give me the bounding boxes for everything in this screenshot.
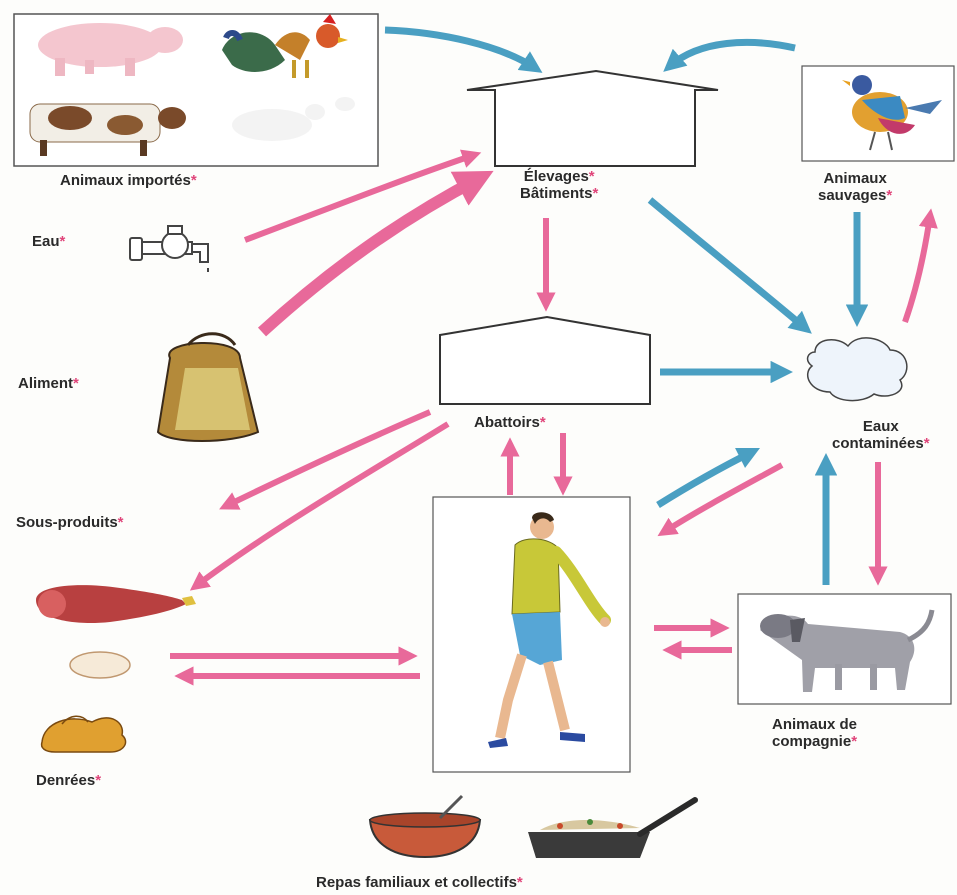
egg-icon (70, 652, 130, 678)
label-denrees: Denrées* (36, 772, 101, 789)
label-repas: Repas familiaux et collectifs* (316, 874, 523, 891)
pan-icon (528, 800, 695, 858)
label-abattoirs: Abattoirs* (474, 414, 546, 431)
arrow-feed-to-farm (262, 178, 480, 332)
tap-icon (130, 226, 208, 272)
label-animaux-importes: Animaux importés* (60, 172, 197, 189)
arrow-farm-to-water (650, 200, 805, 328)
label-eaux-contaminees: Eaux contaminées* (832, 418, 930, 452)
label-elevages-batiments: Élevages* Bâtiments* (520, 168, 598, 202)
arrow-person-to-water (658, 452, 752, 505)
meat-icon (36, 585, 196, 623)
feed-sack-icon (158, 334, 258, 441)
puddle-icon (808, 338, 907, 401)
arrow-wild-to-farm (670, 42, 795, 66)
farm-building-icon (467, 71, 718, 166)
label-animaux-compagnie: Animaux de compagnie* (772, 716, 857, 750)
arrow-imported-to-farm (385, 30, 535, 68)
label-eau: Eau* (32, 233, 65, 250)
bowl-icon (370, 796, 480, 857)
arrow-water-to-person (664, 465, 782, 532)
label-sous-produits: Sous-produits* (16, 514, 124, 531)
arrow-water-to-wild (905, 216, 930, 322)
slaughterhouse-building-icon (440, 317, 650, 404)
label-animaux-sauvages: Animaux sauvages* (818, 170, 892, 204)
roast-chicken-icon (42, 716, 126, 752)
label-aliment: Aliment* (18, 375, 79, 392)
